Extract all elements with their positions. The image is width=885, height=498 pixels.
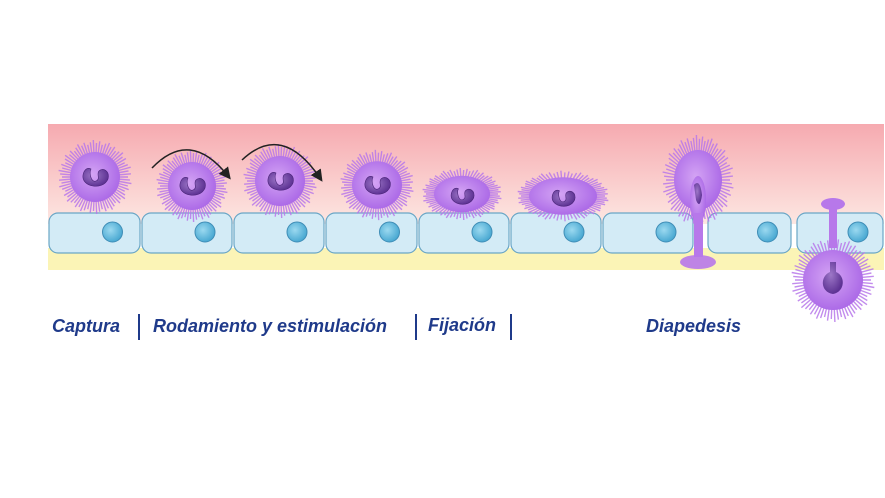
endothelial-cell-icon	[141, 212, 233, 254]
endothelial-cell-icon	[796, 212, 884, 254]
leukocyte-icon	[517, 170, 609, 222]
leukocyte-icon	[243, 143, 317, 219]
endothelial-layer	[48, 212, 884, 254]
endothelial-cell-icon	[233, 212, 325, 254]
rotation-arrow-icon	[241, 144, 323, 182]
leukocyte-icon	[156, 149, 228, 223]
label-fijacion: Fijación	[428, 315, 497, 335]
leukocyte-icon	[340, 149, 414, 221]
endothelial-cell-icon	[48, 212, 141, 254]
leukocytes	[58, 134, 875, 323]
leukocyte-icon	[422, 167, 502, 221]
label-rodamiento: Rodamiento y estimulación	[153, 316, 388, 336]
endothelial-cell-icon	[602, 212, 694, 254]
endothelial-cell-icon	[510, 212, 602, 254]
separator	[415, 314, 417, 340]
rotation-arrow-icon	[151, 149, 231, 180]
label-captura: Captura	[52, 316, 121, 336]
endothelial-cell-icon	[707, 212, 792, 254]
endothelial-cell-icon	[325, 212, 418, 254]
label-diapedesis: Diapedesis	[646, 316, 742, 336]
endothelial-cell-icon	[418, 212, 510, 254]
separator	[138, 314, 140, 340]
separator	[510, 314, 512, 340]
leukocyte-icon	[58, 139, 132, 215]
leukocyte-icon	[791, 198, 875, 323]
leukocyte-icon	[662, 134, 734, 269]
